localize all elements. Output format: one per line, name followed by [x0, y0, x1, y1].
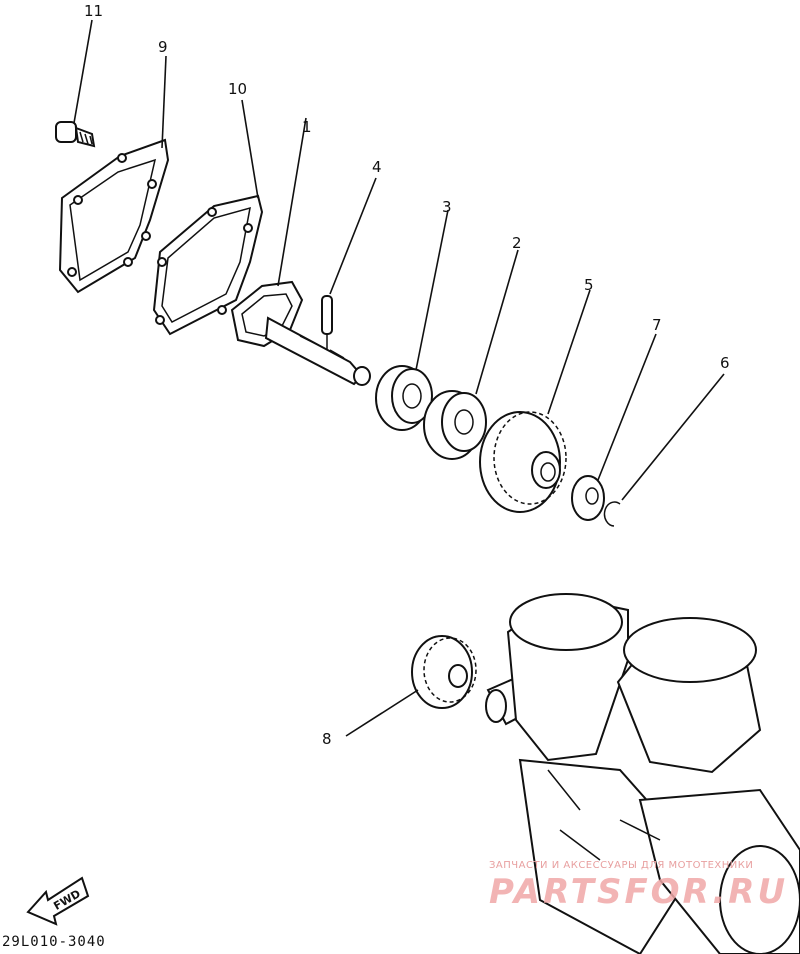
leader-10 [241, 99, 259, 199]
leader-3 [415, 209, 449, 371]
leader-5 [547, 289, 591, 415]
callout-5: 5 [584, 276, 594, 294]
leader-9 [161, 55, 167, 149]
gear-part-5 [479, 411, 567, 513]
callout-11: 11 [84, 2, 103, 20]
callout-6: 6 [720, 354, 730, 372]
callout-3: 3 [442, 198, 452, 216]
leader-11 [73, 19, 93, 124]
callout-1: 1 [302, 118, 312, 136]
circlip-part-6 [603, 501, 621, 527]
fwd-arrow: FWD [26, 876, 90, 926]
watermark-logo: PARTSFOR.RU [489, 872, 789, 912]
bearing-part-2 [423, 390, 487, 460]
leader-1 [277, 117, 307, 287]
leader-7 [597, 333, 657, 481]
crankshaft-assembly [485, 593, 800, 954]
washer-part-7 [571, 475, 605, 521]
leader-2 [475, 249, 519, 395]
impeller-shaft-part-1 [230, 280, 371, 386]
leader-8 [345, 689, 419, 737]
leader-6 [621, 373, 725, 501]
drive-gear-part-8 [411, 635, 477, 709]
callout-9: 9 [158, 38, 168, 56]
pin-part-4 [321, 295, 333, 350]
callout-4: 4 [372, 158, 382, 176]
leader-4 [329, 177, 377, 295]
bolt-part-11 [55, 121, 96, 148]
callout-2: 2 [512, 234, 522, 252]
gasket-part-10 [152, 194, 264, 336]
callout-7: 7 [652, 316, 662, 334]
watermark-tagline: ЗАПЧАСТИ И АКСЕССУАРЫ ДЛЯ МОТОТЕХНИКИ [489, 860, 754, 871]
callout-8: 8 [322, 730, 332, 748]
callout-10: 10 [228, 80, 247, 98]
cover-plate-part-9 [58, 138, 170, 294]
bearing-part-3 [375, 365, 433, 431]
diagram-code: 29L010-3040 [2, 934, 106, 950]
